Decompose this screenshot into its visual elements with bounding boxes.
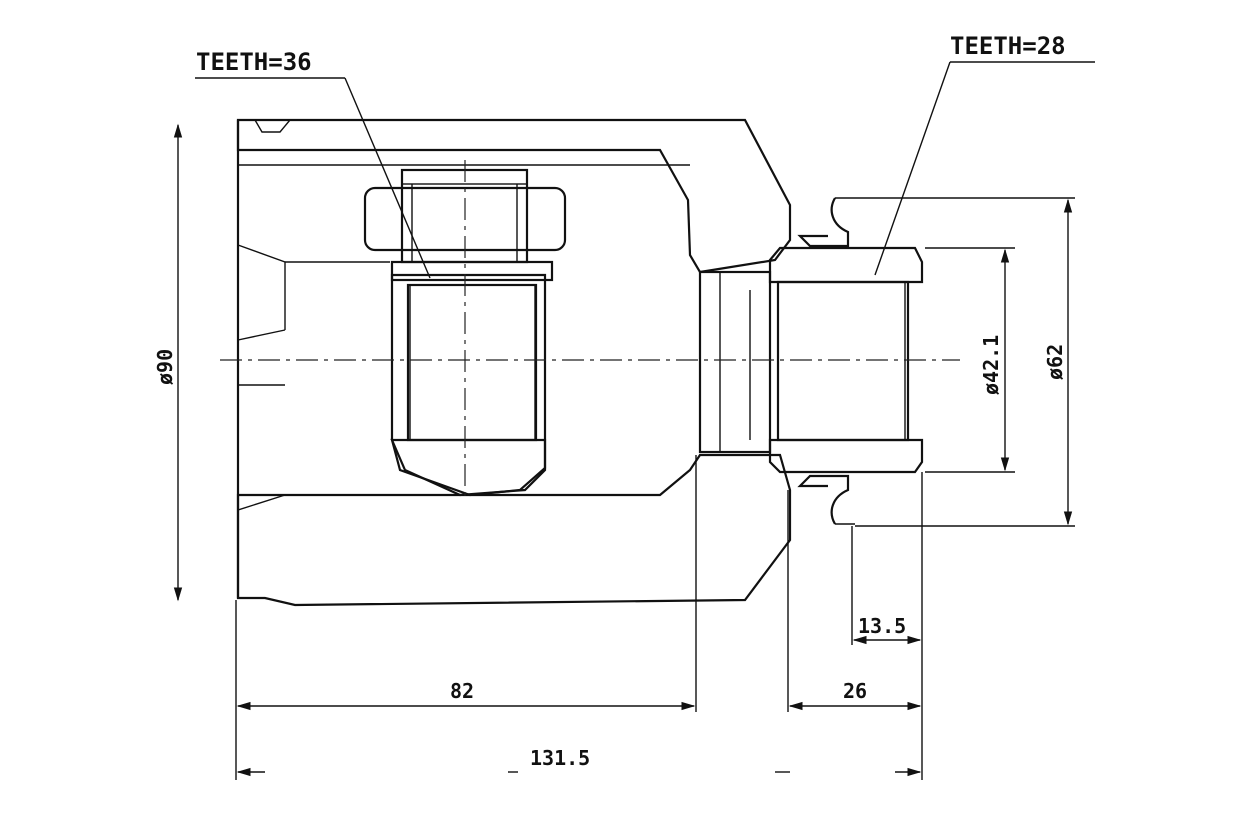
total-length-label: 131.5 [530,746,590,770]
dim-outer-diameter: ø90 [153,123,183,602]
dim-bore-length: 82 [236,679,696,711]
housing-upper-wall [236,118,792,274]
teeth-28-leader: TEETH=28 [874,32,1095,276]
seal-diameter-label: ø62 [1043,344,1067,380]
stub-shaft [768,246,924,474]
dim-inner-diameter: ø42.1 [925,247,1015,473]
housing-outline [236,119,690,598]
internal-ring [698,270,772,454]
extension-lines [235,455,923,780]
inner-diameter-label: ø42.1 [979,335,1003,395]
housing-lower-wall [236,453,792,607]
stub-length-label: 26 [843,679,867,703]
dim-seal-diameter: ø62 [855,197,1075,527]
dim-total-length: 131.5 [236,746,922,777]
bore-length-label: 82 [450,679,474,703]
tripod-spider [363,160,567,500]
outer-diameter-label: ø90 [153,349,177,385]
dim-thread-length: 13.5 [852,614,922,645]
thread-length-label: 13.5 [858,614,906,638]
dust-seal [797,197,855,525]
teeth-36-leader: TEETH=36 [195,48,431,279]
teeth-36-label: TEETH=36 [196,48,312,76]
dim-stub-length: 26 [788,679,922,711]
teeth-28-label: TEETH=28 [950,32,1066,60]
